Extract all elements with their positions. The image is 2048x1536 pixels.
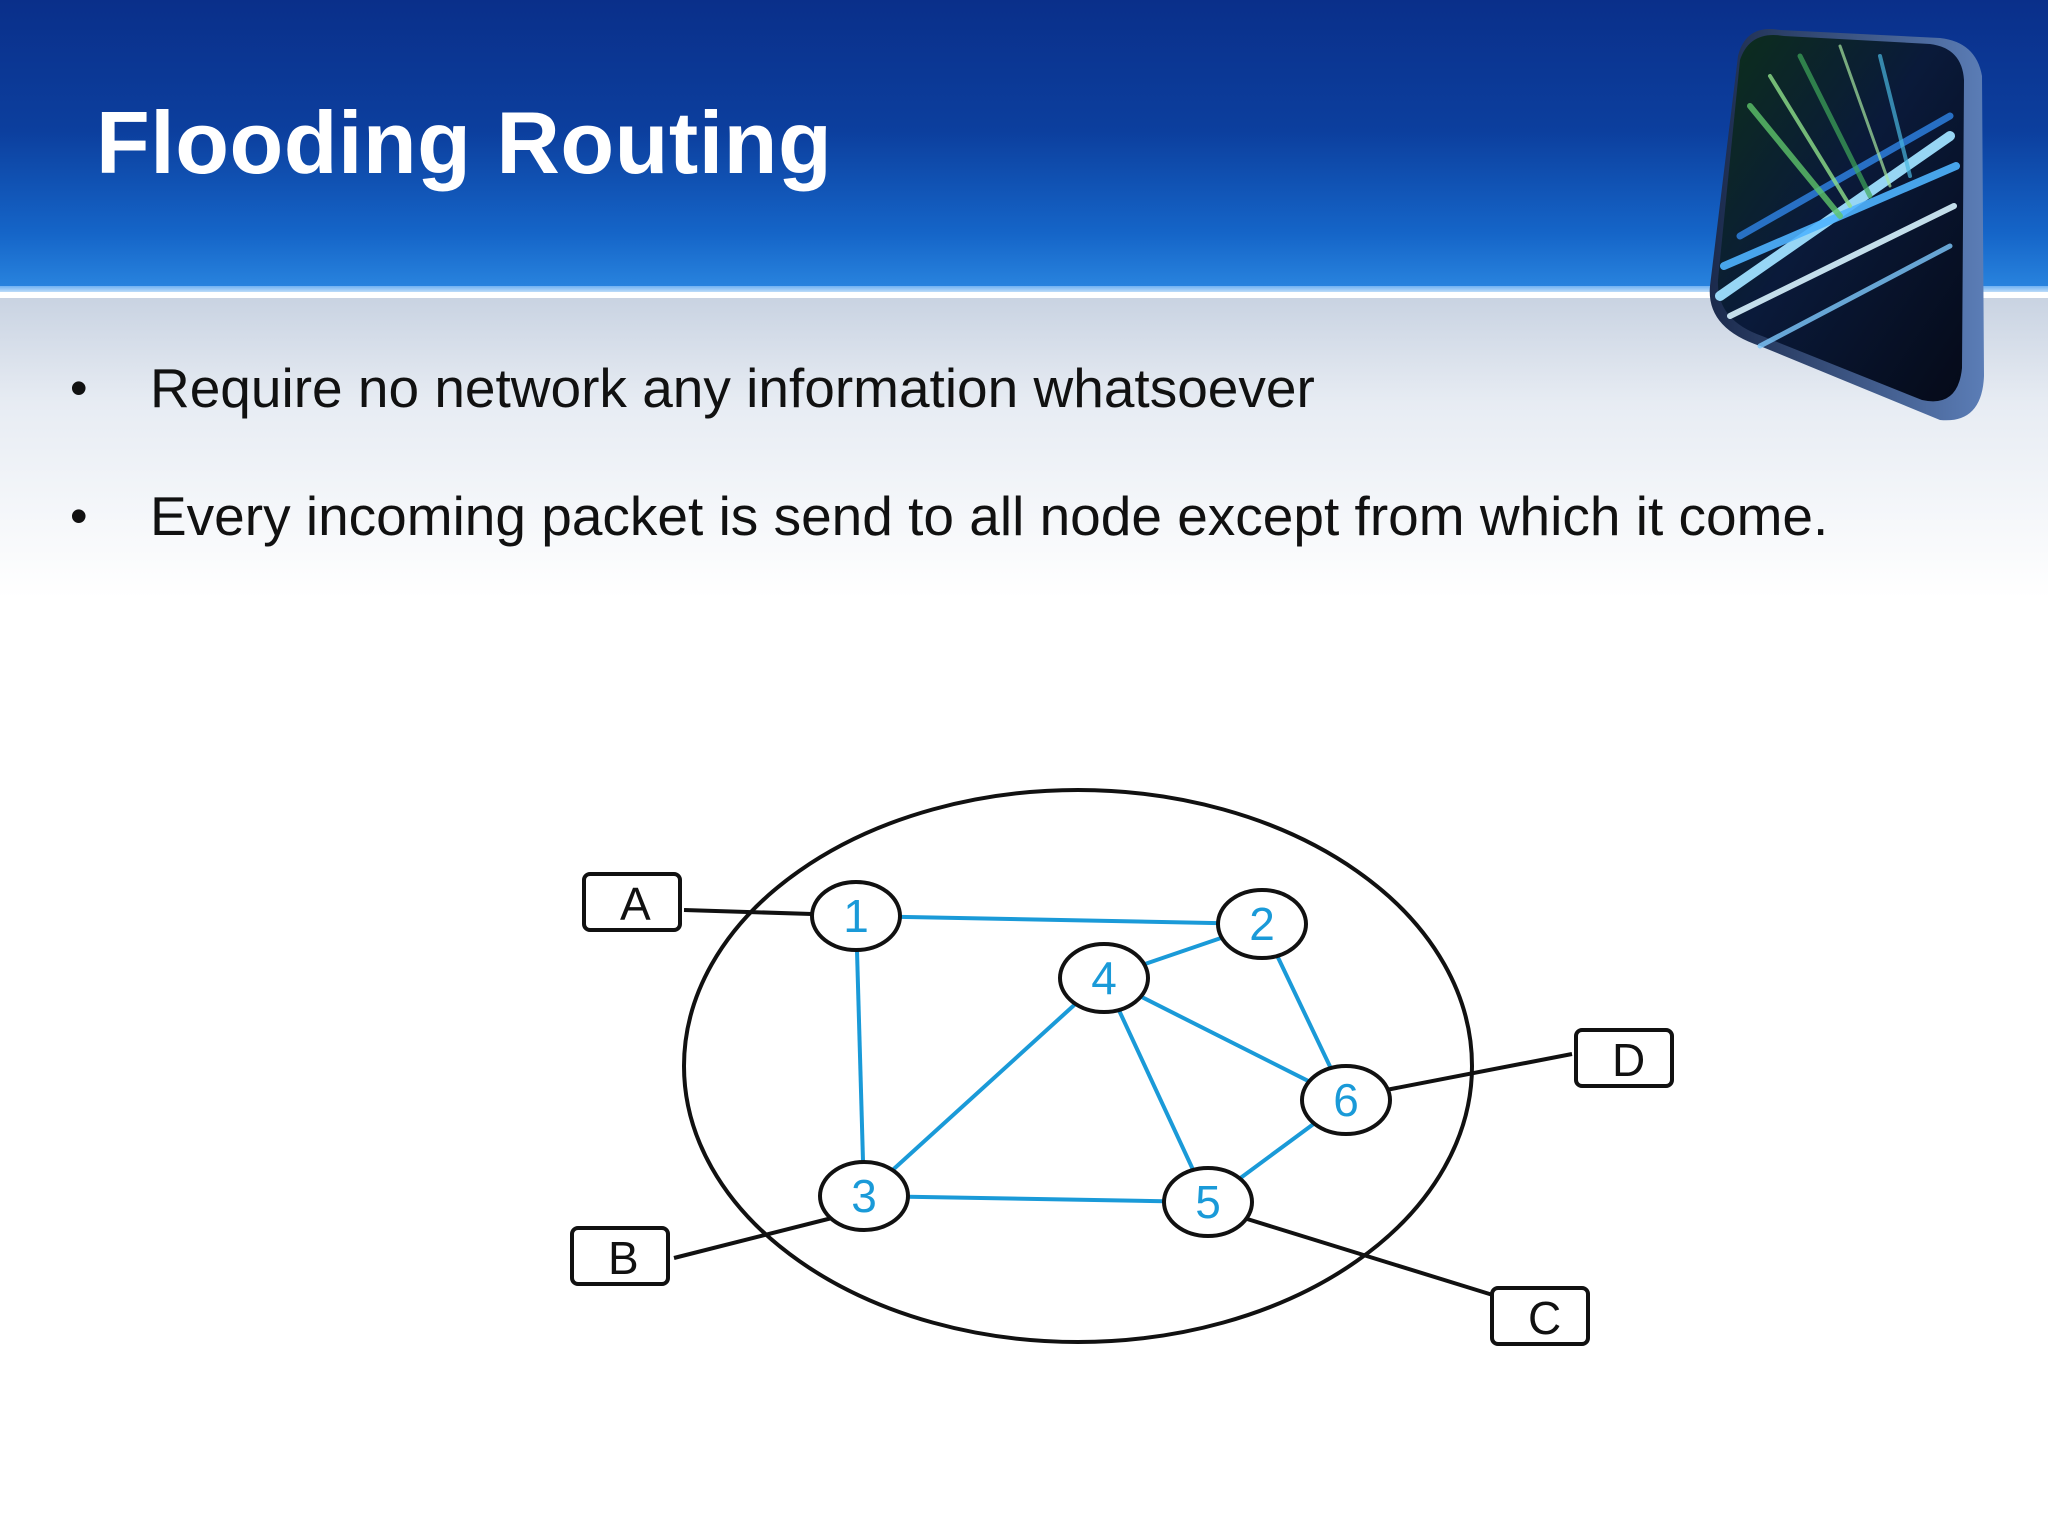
- host-c: C: [1490, 1286, 1590, 1346]
- bullet-list: • Require no network any information wha…: [70, 356, 1828, 612]
- slide-title: Flooding Routing: [96, 93, 833, 192]
- bullet-text: Require no network any information whats…: [150, 357, 1315, 419]
- bullet-text: Every incoming packet is send to all nod…: [150, 485, 1829, 547]
- router-circle: [1162, 1166, 1254, 1238]
- subnet-boundary: [682, 788, 1474, 1344]
- host-a: A: [582, 872, 682, 932]
- host-link-d-6: [1385, 1052, 1573, 1092]
- header-fade: [0, 298, 2048, 598]
- router-label: 3: [851, 1170, 877, 1222]
- link-5-6: [1238, 1121, 1316, 1181]
- link-4-5: [1117, 1009, 1195, 1171]
- link-2-4: [1143, 935, 1223, 967]
- router-2: 2: [1216, 888, 1308, 960]
- host-d: D: [1574, 1028, 1674, 1088]
- host-link-c-5: [1243, 1216, 1497, 1298]
- router-5: 5: [1162, 1166, 1254, 1238]
- router-label: 4: [1091, 952, 1117, 1004]
- router-label: 5: [1195, 1176, 1221, 1228]
- host-label: D: [1612, 1034, 1645, 1086]
- router-3: 3: [818, 1160, 910, 1232]
- router-6: 6: [1300, 1064, 1392, 1136]
- host-link-b-3: [673, 1216, 833, 1260]
- link-2-6: [1275, 955, 1333, 1069]
- link-4-6: [1139, 994, 1311, 1084]
- bullet-dot-icon: •: [70, 360, 88, 416]
- router-circle: [1300, 1064, 1392, 1136]
- link-3-5: [907, 1194, 1165, 1204]
- host-label: C: [1528, 1292, 1561, 1344]
- bullet-item: • Require no network any information wha…: [70, 356, 1828, 484]
- host-label: A: [620, 878, 651, 930]
- host-link-a-1: [683, 908, 813, 916]
- router-label: 2: [1249, 898, 1275, 950]
- link-1-2: [899, 914, 1219, 926]
- router-label: 1: [843, 890, 869, 942]
- title-banner: [0, 0, 2048, 292]
- host-box: [570, 1226, 670, 1286]
- router-4: 4: [1058, 942, 1150, 1014]
- host-box: [582, 872, 682, 932]
- router-1: 1: [810, 880, 902, 952]
- host-box: [1490, 1286, 1590, 1346]
- router-circle: [818, 1160, 910, 1232]
- host-b: B: [570, 1226, 670, 1286]
- bullet-item: • Every incoming packet is send to all n…: [70, 484, 1828, 612]
- router-circle: [1058, 942, 1150, 1014]
- router-circle: [1216, 888, 1308, 960]
- link-3-4: [891, 1002, 1077, 1172]
- router-circle: [810, 880, 902, 952]
- host-box: [1574, 1028, 1674, 1088]
- light-streak-decoration: [1709, 29, 1984, 421]
- bullet-dot-icon: •: [70, 488, 88, 544]
- router-label: 6: [1333, 1074, 1359, 1126]
- host-label: B: [608, 1232, 639, 1284]
- link-1-3: [854, 949, 866, 1163]
